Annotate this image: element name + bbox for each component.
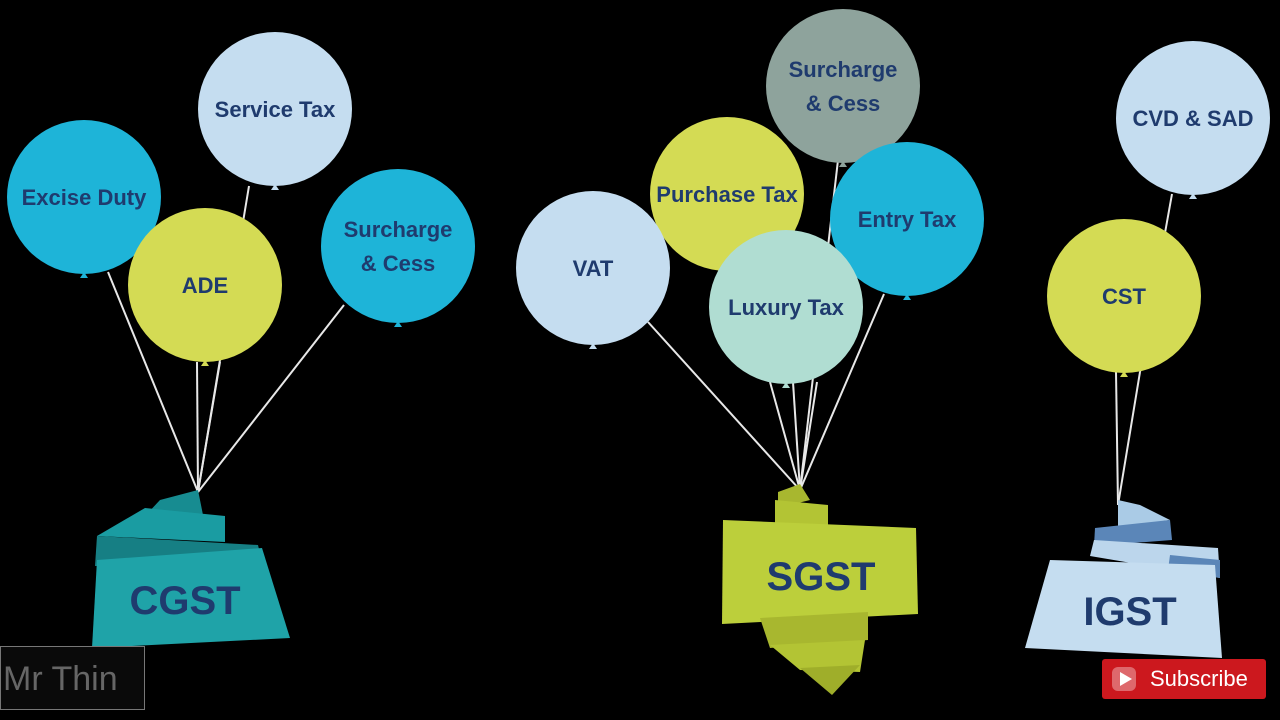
balloon-sgst-vat: VAT: [516, 191, 670, 349]
balloon-igst-cst: CST: [1047, 219, 1201, 377]
balloon-knot: [80, 272, 88, 278]
balloon-sgst-entry-tax: Entry Tax: [830, 142, 984, 300]
balloon-knot: [394, 321, 402, 327]
balloon-label: Surcharge: [789, 57, 898, 82]
balloon-knot: [201, 360, 209, 366]
balloon-knot: [271, 184, 279, 190]
subscribe-label: Subscribe: [1150, 666, 1248, 691]
igst-label: IGST: [1083, 590, 1176, 634]
balloon-sgst-surcharge-cess: Surcharge & Cess: [766, 9, 920, 167]
balloon-label: Entry Tax: [858, 207, 957, 232]
balloon-cgst-surcharge-cess: Surcharge & Cess: [321, 169, 475, 327]
balloon-label: VAT: [573, 256, 614, 281]
balloon-circle: [766, 9, 920, 163]
balloon-label: Purchase Tax: [656, 182, 798, 207]
balloon-knot: [589, 343, 597, 349]
balloon-circle: [1047, 219, 1201, 373]
balloon-label: & Cess: [806, 91, 881, 116]
balloon-sgst-purchase-tax: Purchase Tax: [650, 117, 804, 275]
subscribe-button[interactable]: Subscribe: [1102, 659, 1266, 699]
balloon-circle: [830, 142, 984, 296]
igst-banner: IGST: [1025, 500, 1222, 658]
balloon-circle: [198, 32, 352, 186]
balloon-circle: [650, 117, 804, 271]
balloon-knot: [782, 382, 790, 388]
balloon-knot: [839, 161, 847, 167]
balloon-cgst-ade: ADE: [128, 208, 282, 366]
balloon-sgst-luxury-tax: Luxury Tax: [709, 230, 863, 388]
balloon-circle: [709, 230, 863, 384]
youtube-play-icon: [1110, 665, 1138, 693]
sgst-label: SGST: [767, 555, 876, 599]
balloon-label: CST: [1102, 284, 1147, 309]
balloon-cgst-service-tax: Service Tax: [198, 32, 352, 190]
cgst-label: CGST: [129, 579, 240, 623]
balloon-label: ADE: [182, 273, 228, 298]
balloon-label: & Cess: [361, 251, 436, 276]
balloon-knot: [1120, 371, 1128, 377]
balloon-circle: [516, 191, 670, 345]
balloon-circle: [1116, 41, 1270, 195]
balloon-label: Excise Duty: [22, 185, 147, 210]
balloon-label: Luxury Tax: [728, 295, 845, 320]
balloon-label: Surcharge: [344, 217, 453, 242]
channel-watermark: Mr Thin: [0, 646, 145, 710]
balloon-knot: [1189, 193, 1197, 199]
balloon-label: CVD & SAD: [1132, 106, 1253, 131]
balloon-cgst-excise-duty: Excise Duty: [7, 120, 161, 278]
balloon-circle: [128, 208, 282, 362]
cgst-banner: CGST: [92, 490, 290, 648]
sgst-banner: SGST: [722, 484, 918, 695]
balloon-igst-cvd-sad: CVD & SAD: [1116, 41, 1270, 199]
balloon-label: Service Tax: [215, 97, 336, 122]
balloon-circle: [7, 120, 161, 274]
balloon-circle: [321, 169, 475, 323]
balloon-knot: [903, 294, 911, 300]
